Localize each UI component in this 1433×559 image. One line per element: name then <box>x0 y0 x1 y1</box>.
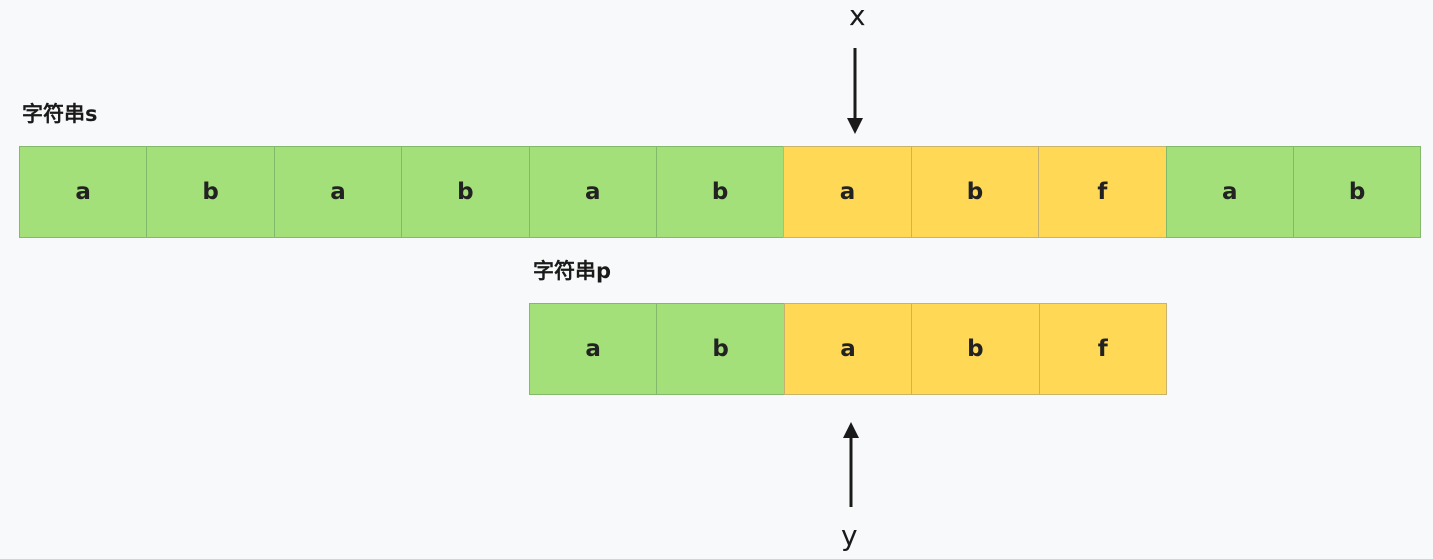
string-p-cell: b <box>911 303 1040 395</box>
pointer-y-label: y <box>841 519 858 552</box>
pointer-y-arrow-head <box>843 422 859 438</box>
string-p-cell: f <box>1038 303 1167 395</box>
string-p-cell: b <box>656 303 785 395</box>
string-s-cell: f <box>1038 146 1167 238</box>
string-s-cell: a <box>783 146 912 238</box>
string-s-cell: b <box>146 146 275 238</box>
string-s-cell: a <box>19 146 148 238</box>
pointer-x-arrow <box>847 48 863 134</box>
string-p-cell: a <box>529 303 658 395</box>
pointer-x-label: x <box>849 0 866 32</box>
string-s-label: 字符串s <box>22 102 98 126</box>
pointer-y-arrow <box>843 422 859 507</box>
string-s-cell: a <box>1165 146 1294 238</box>
string-s-cell: a <box>528 146 657 238</box>
string-s-cell: b <box>910 146 1040 238</box>
pointer-x-arrow-head <box>847 118 863 134</box>
string-s-cell: a <box>273 146 403 238</box>
string-s-cell: b <box>1292 146 1422 238</box>
string-s-cell: b <box>401 146 530 238</box>
string-p-label: 字符串p <box>533 259 612 283</box>
string-p-cell: a <box>783 303 913 395</box>
string-s-cell: b <box>655 146 785 238</box>
